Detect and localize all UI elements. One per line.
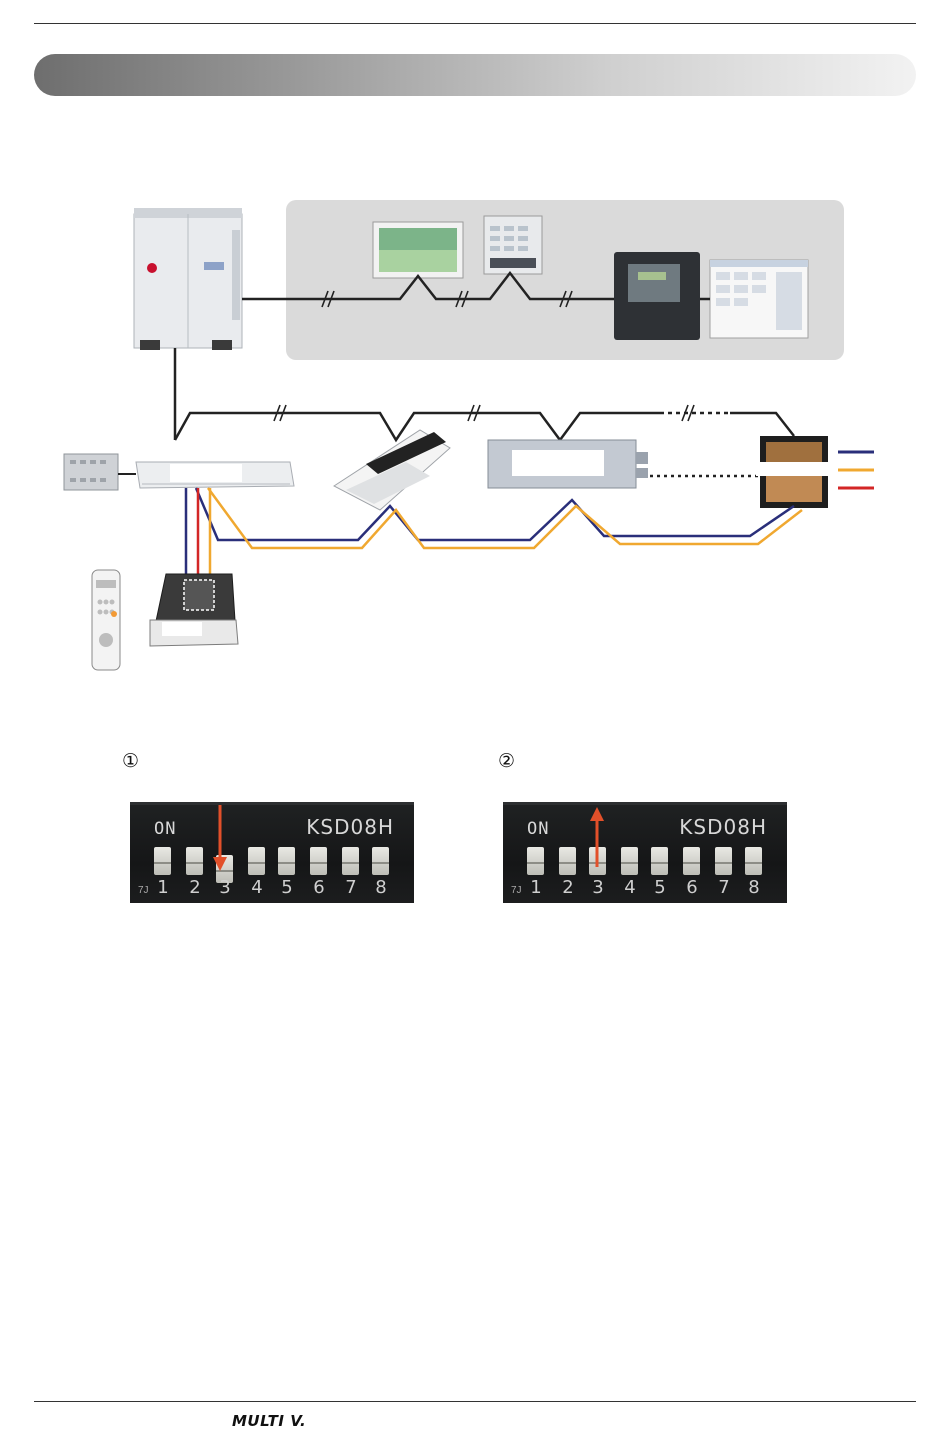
step-marker-2: ② <box>498 750 515 772</box>
dip-switch-1[interactable] <box>154 847 171 875</box>
dip-number: 3 <box>215 877 235 898</box>
dip-switch-8[interactable] <box>745 847 762 875</box>
simple-central-controller <box>484 216 542 274</box>
dip-switch-6[interactable] <box>310 847 327 875</box>
dip-switch-5[interactable] <box>651 847 668 875</box>
central-gateway <box>614 252 700 340</box>
ceiling-cassette-unit <box>334 430 450 510</box>
blue-group-wire <box>196 488 794 540</box>
dip-number: 7 <box>714 877 734 898</box>
dip-number: 2 <box>185 877 205 898</box>
dip-switch-4[interactable] <box>248 847 265 875</box>
dip-number: 4 <box>247 877 267 898</box>
system-diagram <box>0 0 950 700</box>
dip-switch-2[interactable] <box>186 847 203 875</box>
dip-model-label: KSD08H <box>306 815 394 839</box>
outdoor-unit <box>134 208 242 350</box>
dip-switch-panel-2: ON KSD08H 7J 1 2 3 4 5 6 7 8 <box>503 802 787 903</box>
central-touch-controller <box>373 222 463 278</box>
dip-switch-7[interactable] <box>342 847 359 875</box>
dip-switch-8[interactable] <box>372 847 389 875</box>
dip-switch-panel-1: ON KSD08H 7J 1 2 3 4 5 6 7 8 <box>130 802 414 903</box>
dip-on-label: ON <box>154 819 176 839</box>
arrow-up-icon <box>587 805 607 869</box>
dip-number: 2 <box>558 877 578 898</box>
wired-remote-control <box>150 574 238 646</box>
dip-switch-7[interactable] <box>715 847 732 875</box>
dip-number: 1 <box>153 877 173 898</box>
dip-number: 8 <box>744 877 764 898</box>
dip-number: 5 <box>277 877 297 898</box>
dip-number: 6 <box>682 877 702 898</box>
wireless-remote-control <box>92 570 120 670</box>
arrow-down-icon <box>210 805 230 877</box>
dip-number: 3 <box>588 877 608 898</box>
art-cool-indoor-unit <box>756 436 834 508</box>
dip-corner-tag: 7J <box>138 885 149 896</box>
ducted-indoor-unit <box>488 440 648 488</box>
dip-number: 7 <box>341 877 361 898</box>
dip-number: 1 <box>526 877 546 898</box>
wall-mounted-indoor-unit <box>136 462 294 488</box>
dry-contact-module <box>64 454 118 490</box>
dip-number: 5 <box>650 877 670 898</box>
brand-logo: MULTI V. <box>232 1412 306 1430</box>
dip-number: 8 <box>371 877 391 898</box>
dip-number: 4 <box>620 877 640 898</box>
dip-on-label: ON <box>527 819 549 839</box>
dip-corner-tag: 7J <box>511 885 522 896</box>
dip-number: 6 <box>309 877 329 898</box>
dip-model-label: KSD08H <box>679 815 767 839</box>
dip-switch-2[interactable] <box>559 847 576 875</box>
dip-switch-5[interactable] <box>278 847 295 875</box>
dip-switch-6[interactable] <box>683 847 700 875</box>
dip-switch-4[interactable] <box>621 847 638 875</box>
dip-switch-1[interactable] <box>527 847 544 875</box>
bottom-rule <box>34 1401 916 1402</box>
step-marker-1: ① <box>122 750 139 772</box>
pc-software-screen <box>710 260 808 338</box>
